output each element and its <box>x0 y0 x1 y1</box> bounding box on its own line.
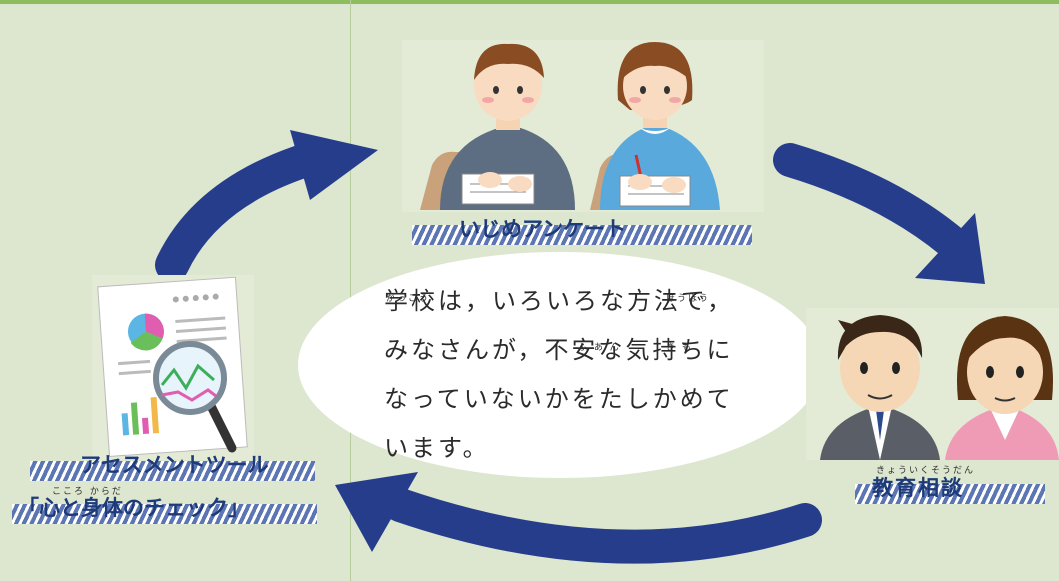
survey-label-text: いじめアンケート <box>459 217 627 241</box>
assessment-label-ruby: こころ からだ <box>52 487 123 497</box>
arrow-counseling-to-assessment <box>335 472 822 564</box>
magnifier-icon <box>153 341 237 453</box>
students-survey-illustration <box>402 40 764 212</box>
boy-student-icon <box>420 43 575 210</box>
message-line-3: なっていないかをたしかめて <box>384 385 734 413</box>
counseling-label-underline <box>855 484 1045 504</box>
message-line-4: います。 <box>384 434 490 462</box>
female-teacher-icon <box>945 316 1059 460</box>
assessment-label-underline-1 <box>30 461 315 481</box>
assessment-report-illustration <box>92 275 254 460</box>
assessment-label-underline-2 <box>12 504 317 524</box>
survey-label: いじめアンケート <box>455 216 630 242</box>
arrow-assessment-to-survey <box>155 130 378 282</box>
top-border <box>0 0 1059 4</box>
arrow-survey-to-counseling <box>773 143 985 284</box>
assessment-label-line1: アセスメントツール <box>80 453 269 477</box>
assessment-label-line2: 「心と身体のチェック」 <box>18 496 249 520</box>
counseling-label-ruby: きょういくそうだん <box>876 466 976 476</box>
teachers-counseling-illustration <box>806 308 1059 460</box>
message-line-1: がっこう ほうほう 学校は，いろいろな方法で， <box>384 287 735 315</box>
girl-student-icon <box>590 42 720 210</box>
message-text: がっこう ほうほう 学校は，いろいろな方法で， ふ あ ん き も みなさんが，… <box>384 277 784 473</box>
message-bubble <box>298 252 822 478</box>
survey-label-underline <box>412 225 752 245</box>
counseling-label: 教育相談 <box>872 476 964 500</box>
male-teacher-icon <box>820 315 940 460</box>
message-line-2: ふ あ ん き も みなさんが，不安な気持ちに <box>384 336 734 364</box>
panel-divider <box>350 0 351 581</box>
